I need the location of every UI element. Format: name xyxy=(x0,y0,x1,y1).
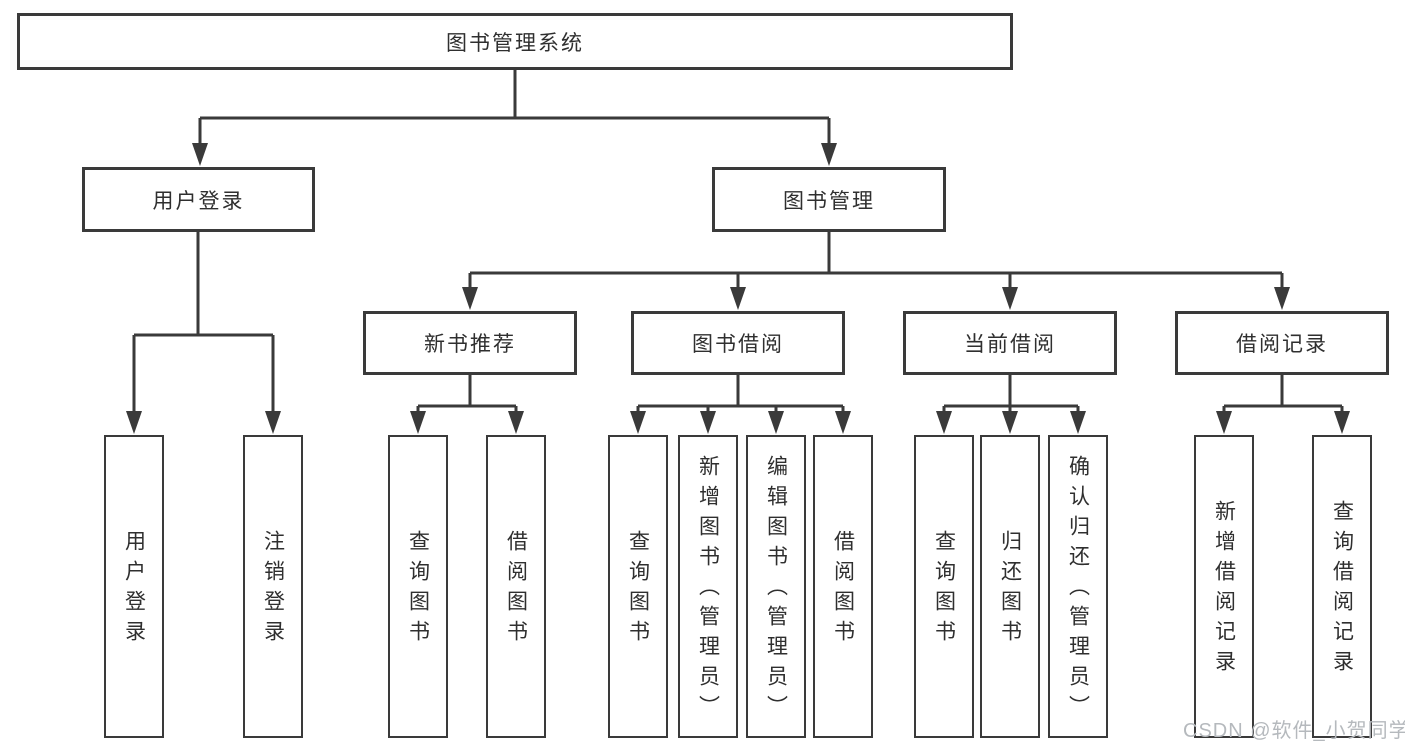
leaf-add-books-admin: 新增图书（管理员） xyxy=(678,435,738,738)
leaf-query-books-rec: 查询图书 xyxy=(388,435,448,738)
leaf-logout: 注销登录 xyxy=(243,435,303,738)
leaf-edit-books-admin: 编辑图书（管理员） xyxy=(746,435,806,738)
node-user-login: 用户登录 xyxy=(82,167,315,232)
leaf-return-books: 归还图书 xyxy=(980,435,1040,738)
connector-current-to-leaves xyxy=(936,375,1086,434)
leaf-query-books-current: 查询图书 xyxy=(914,435,974,738)
node-book-borrow: 图书借阅 xyxy=(631,311,845,375)
leaf-confirm-return-admin: 确认归还（管理员） xyxy=(1048,435,1108,738)
leaf-user-login: 用户登录 xyxy=(104,435,164,738)
leaf-add-borrow-record: 新增借阅记录 xyxy=(1194,435,1254,738)
connector-mgmt-to-level3 xyxy=(462,232,1290,310)
connector-login-to-leaves xyxy=(126,232,281,434)
node-root: 图书管理系统 xyxy=(17,13,1013,70)
connector-records-to-leaves xyxy=(1216,375,1350,434)
node-current-borrow: 当前借阅 xyxy=(903,311,1117,375)
connector-borrow-to-leaves xyxy=(630,375,851,434)
node-borrow-records: 借阅记录 xyxy=(1175,311,1389,375)
node-new-book-rec: 新书推荐 xyxy=(363,311,577,375)
connector-newbook-to-leaves xyxy=(410,375,524,434)
leaf-query-books-borrow: 查询图书 xyxy=(608,435,668,738)
leaf-query-borrow-record: 查询借阅记录 xyxy=(1312,435,1372,738)
leaf-borrow-books-rec: 借阅图书 xyxy=(486,435,546,738)
leaf-borrow-books: 借阅图书 xyxy=(813,435,873,738)
node-book-mgmt: 图书管理 xyxy=(712,167,946,232)
csdn-watermark: CSDN @软件_小贺同学 xyxy=(1183,720,1405,742)
connector-root-to-level2 xyxy=(192,70,837,166)
